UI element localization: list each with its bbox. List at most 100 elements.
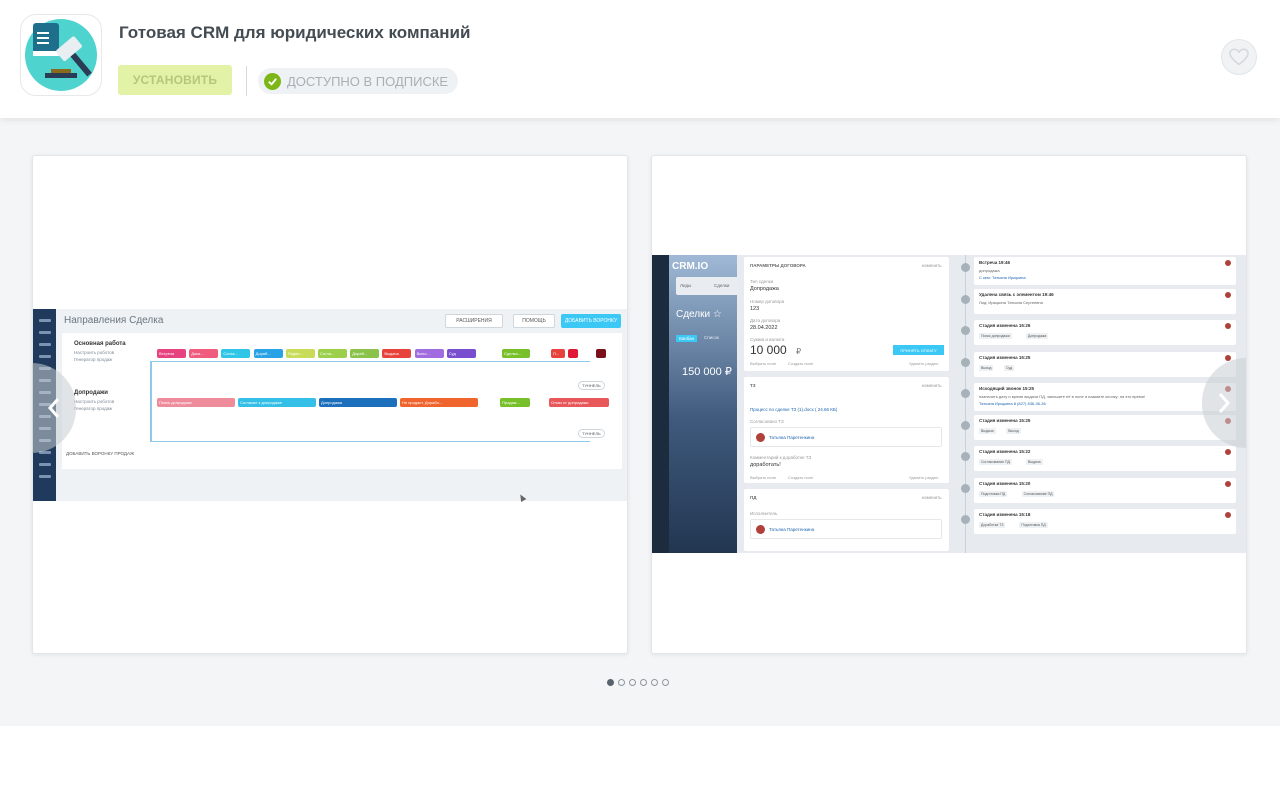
contract-params-card: ПАРАМЕТРЫ ДОГОВОРА изменить Тип сделки Д… xyxy=(744,257,949,371)
funnel1-won-stage: Сделка... xyxy=(502,349,530,358)
field-value: доработать! xyxy=(750,462,781,468)
slide2-brand: CRM.IO xyxy=(672,261,709,272)
timeline-event-text: С кем: Татьяна Иркцкина xyxy=(979,275,1026,280)
funnel1-stage: Согла... xyxy=(318,349,347,358)
timeline-event-title: Встреча 19:46 xyxy=(979,260,1010,265)
view-kanban: Канбан xyxy=(676,335,698,342)
person-name: Татьяна Паретенкина xyxy=(769,435,815,440)
funnel2-stage: Поиск допродажи xyxy=(157,398,235,407)
stage-tag: Выдача xyxy=(1026,459,1043,465)
field-value: 123 xyxy=(750,306,760,312)
avatar xyxy=(756,433,765,442)
person-name: Татьяна Паретенкина xyxy=(769,527,815,532)
slide2-sidebar xyxy=(652,255,669,553)
section-tz: ТЗ xyxy=(750,383,756,388)
create-field-link: Создать поле xyxy=(788,475,814,480)
slide1-help-button: ПОМОЩЬ xyxy=(513,314,555,328)
stage-tag: Согласование ПД xyxy=(1021,490,1055,497)
funnel1-stage: Встреча xyxy=(157,349,186,358)
funnel1-stage: Дораб... xyxy=(253,349,283,358)
pagination-dot[interactable] xyxy=(640,679,647,686)
field-value: 28.04.2022 xyxy=(750,325,778,331)
funnel1-stage: Суд xyxy=(446,349,476,358)
gallery-slide-1[interactable]: Направления Сделка РАСШИРЕНИЯ ПОМОЩЬ ДОБ… xyxy=(32,155,628,654)
gavel-book-icon xyxy=(25,19,97,91)
avatar xyxy=(1225,480,1231,487)
accept-payment-button: ПРИНЯТЬ ОПЛАТУ xyxy=(893,345,944,355)
connector-line xyxy=(150,361,590,362)
app-title: Готовая CRM для юридических компаний xyxy=(119,23,471,42)
create-field-link: Создать поле xyxy=(788,361,814,366)
timeline-event-icon xyxy=(961,483,970,493)
funnel1-sub1: Настроить роботов xyxy=(74,350,115,355)
pagination-dot[interactable] xyxy=(629,679,636,686)
timeline-event-title: Стадия изменена 15:25 xyxy=(979,354,1031,360)
tab-deals: Сделки xyxy=(714,283,730,288)
avatar xyxy=(1225,449,1231,455)
funnel2-won-stage: Продаж... xyxy=(500,398,530,407)
pagination-dot[interactable] xyxy=(618,679,625,686)
timeline-event-text: Татьяна Иркцкина 8 (827) 836-36-36 xyxy=(979,401,1046,406)
pagination-dot[interactable] xyxy=(662,679,669,686)
timeline-event-icon xyxy=(961,420,970,430)
timeline-event-title: Стадия изменена 15:20 xyxy=(979,480,1031,486)
slide1-screenshot: Направления Сделка РАСШИРЕНИЯ ПОМОЩЬ ДОБ… xyxy=(33,309,627,501)
stage-tag: Выдача xyxy=(979,427,996,434)
timeline-event-icon xyxy=(961,515,970,524)
slide2-deals-background xyxy=(669,255,737,553)
avatar xyxy=(756,525,765,534)
field-label: Комментарий к доработке ТЗ xyxy=(750,455,812,460)
header-divider xyxy=(246,66,247,96)
stage-tag: Согласование ПД xyxy=(979,459,1012,465)
field-label: Дата договора xyxy=(750,318,781,323)
pagination-dot[interactable] xyxy=(651,679,658,686)
gallery-pagination xyxy=(607,679,669,686)
funnel1-title: Основная работа xyxy=(74,341,126,347)
funnel1-stage: Выпо... xyxy=(414,349,444,358)
stage-tag: Допродажа xyxy=(1026,333,1049,339)
sum-currency: ₽ xyxy=(796,347,802,356)
timeline-event-icon xyxy=(961,357,970,367)
timeline-event-title: Стадия изменена 15:22 xyxy=(979,449,1031,454)
slide1-add-funnel-button: ДОБАВИТЬ ВОРОНКУ xyxy=(561,314,621,328)
screenshot-gallery: Направления Сделка РАСШИРЕНИЯ ПОМОЩЬ ДОБ… xyxy=(0,118,1280,726)
stage-tag: Поиск допродажи xyxy=(979,333,1012,339)
install-button[interactable]: УСТАНОВИТЬ xyxy=(118,65,232,95)
field-label: Сумма и валюта xyxy=(750,337,785,342)
field-label: Согласовано ТЗ xyxy=(750,419,784,424)
view-list: Список xyxy=(704,335,719,340)
deals-title: Сделки ☆ xyxy=(676,309,722,320)
stage-tag: Подготовка ПД xyxy=(979,490,1008,497)
tunnel-button-2: ТУННЕЛЬ xyxy=(578,429,605,438)
timeline-event-title: Стадия изменена 15:18 xyxy=(979,512,1031,517)
timeline-event-title: Стадия изменена 15:26 xyxy=(979,323,1031,328)
favorite-button[interactable] xyxy=(1221,39,1257,75)
app-header: Готовая CRM для юридических компаний УСТ… xyxy=(0,0,1280,118)
timeline-event-icon xyxy=(961,452,970,461)
chevron-left-icon xyxy=(47,398,60,418)
deal-fields-column: ПАРАМЕТРЫ ДОГОВОРА изменить Тип сделки Д… xyxy=(744,257,949,551)
funnel2-sub2: Генератор продаж xyxy=(74,406,113,411)
page-footer-area xyxy=(0,726,1280,785)
choose-field-link: Выбрать поле xyxy=(750,361,777,366)
delete-section-link: Удалить раздел xyxy=(909,361,939,366)
pagination-dot[interactable] xyxy=(607,679,614,686)
subscription-badge: ДОСТУПНО В ПОДПИСКЕ xyxy=(258,68,459,94)
person-field: Татьяна Паретенкина xyxy=(750,427,942,447)
timeline-event-text: назначить дату и время выдачи ПД, запиши… xyxy=(979,394,1145,399)
funnel2-stage: Согласие к допродаже xyxy=(238,398,316,407)
funnel1-stage: Согла... xyxy=(221,349,251,358)
funnel1-stage: Выдача xyxy=(382,349,412,358)
gallery-slide-2[interactable]: CRM.IO Лиды Сделки Сделки ☆ Канбан Списо… xyxy=(651,155,1247,654)
sum-value: 10 000 xyxy=(750,343,787,357)
funnel2-stage: Допродажа xyxy=(319,398,397,407)
choose-field-link: Выбрать поле xyxy=(750,475,777,480)
timeline-event-title: Стадия изменена 15:25 xyxy=(979,417,1031,423)
